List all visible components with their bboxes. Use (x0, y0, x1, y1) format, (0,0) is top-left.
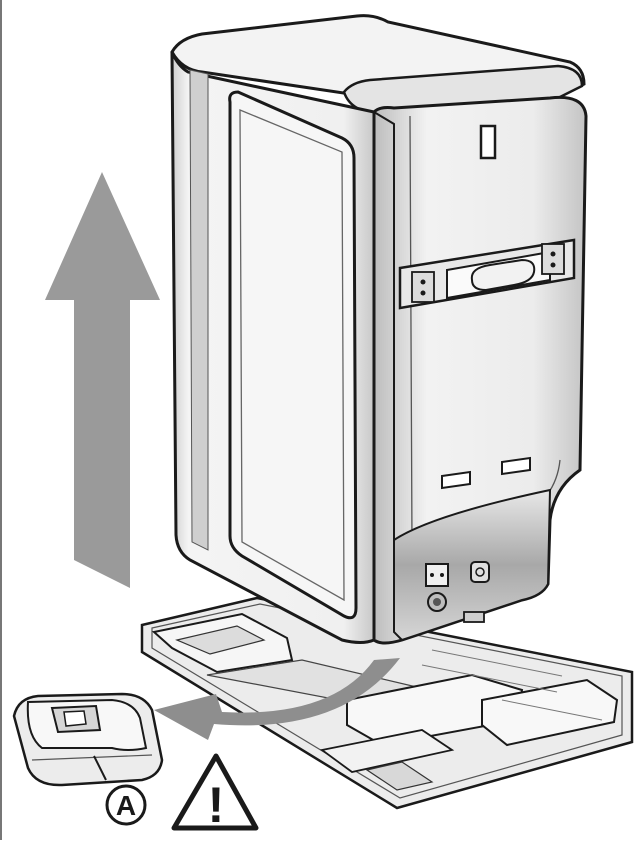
callout-a: A (105, 784, 147, 826)
warning-symbol: ! (208, 777, 225, 833)
callout-label: A (116, 790, 136, 821)
lift-arrow-icon (45, 172, 160, 588)
rotate-arrow-icon (154, 658, 400, 740)
base-tray (140, 596, 634, 810)
part-a (12, 692, 164, 787)
warning-triangle-icon: ! (171, 753, 259, 833)
cabinet (170, 14, 588, 645)
